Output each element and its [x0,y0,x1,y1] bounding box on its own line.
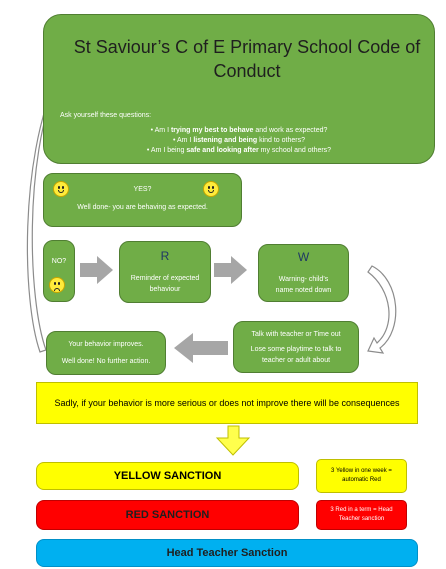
talk-line-1: Talk with teacher or Time out [251,330,341,338]
page-title: St Saviour’s C of E Primary School Code … [73,37,421,81]
talk-box: Talk with teacher or Time out Lose some … [233,321,359,373]
head-teacher-sanction-bar: Head Teacher Sanction [36,539,418,567]
ask-yourself-text: Ask yourself these questions: [60,112,152,119]
down-arrow-icon [215,425,251,456]
r-letter: R [160,249,170,263]
red-sanction-note: 3 Red in a term = Head Teacher sanction [316,500,407,530]
right-arrow-icon [80,256,113,284]
reminder-text: Reminder of expected behaviour [130,275,200,293]
question-1: • Am I trying my best to behave and work… [150,127,328,134]
improve-line-1: Your behavior improves. [68,341,144,348]
code-of-conduct-box: St Saviour’s C of E Primary School Code … [43,14,435,164]
no-box: NO? [43,240,75,302]
consequences-banner: Sadly, if your behavior is more serious … [36,382,418,424]
yes-label: YES? [133,186,152,193]
left-arrow-icon [174,333,228,363]
improve-line-2: Well done! No further action. [61,358,151,365]
smiley-face-icon [203,181,219,197]
no-label: NO? [51,258,67,265]
smiley-face-icon [53,181,69,197]
talk-line-2: Lose some playtime to talk to teacher or… [250,345,342,364]
yellow-sanction-bar: YELLOW SANCTION [36,462,299,490]
right-arrow-icon [214,256,247,284]
red-sanction-bar: RED SANCTION [36,500,299,530]
sad-face-icon [49,277,65,293]
curved-arrow-icon [367,265,397,354]
yes-box: YES? Well done- you are behaving as expe… [43,173,242,227]
warning-box: W Warning- child’s name noted down [258,244,349,302]
w-letter: W [297,250,310,264]
reminder-box: R Reminder of expected behaviour [119,241,211,303]
yes-text: Well done- you are behaving as expected. [77,204,208,211]
warning-text: Warning- child’s name noted down [275,276,332,294]
question-3: • Am I being safe and looking after my s… [146,147,332,154]
improve-box: Your behavior improves. Well done! No fu… [46,331,166,375]
question-2: • Am I listening and being kind to other… [172,137,305,144]
yellow-sanction-note: 3 Yellow in one week = automatic Red [316,459,407,493]
